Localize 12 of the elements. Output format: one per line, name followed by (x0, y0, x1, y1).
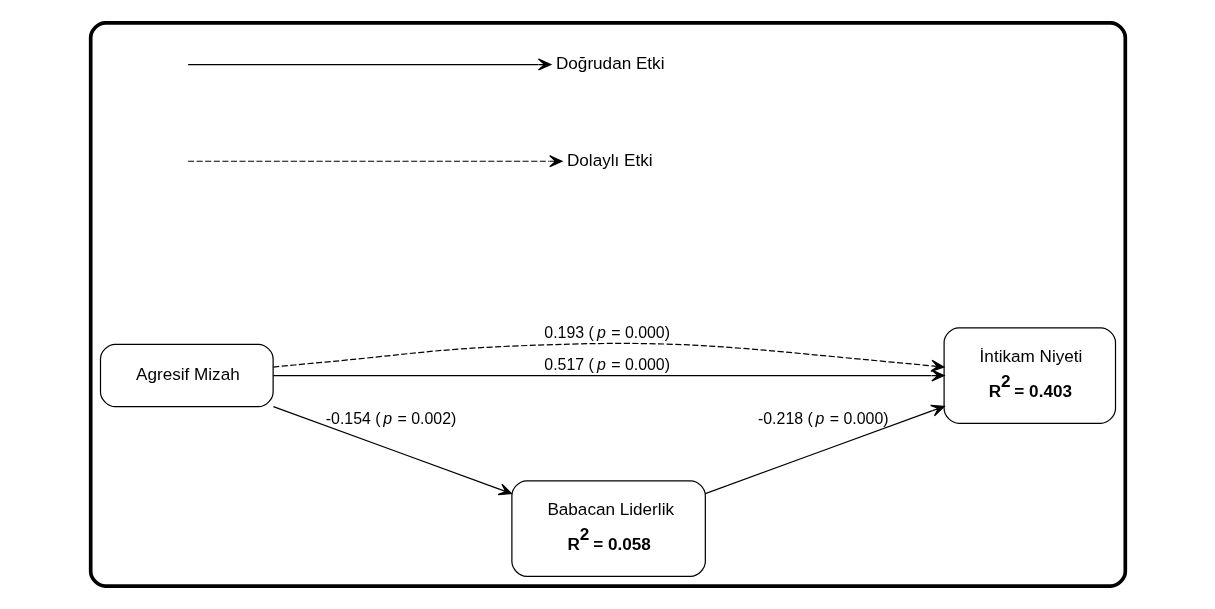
edge-label: 0.517 (p = 0.000) (543, 355, 670, 373)
edge-label: 0.193 (p = 0.000) (543, 324, 670, 342)
cluster (88, 21, 1127, 588)
arrow (272, 369, 945, 382)
legend-label: Dolaylı Etki (566, 149, 653, 170)
edge-label: -0.218 (p = 0.000) (757, 409, 889, 427)
edge-label: -0.154 (p = 0.002) (325, 409, 456, 427)
legend-label: Doğrudan Etki (555, 53, 664, 74)
arrow (272, 342, 944, 372)
arrow (272, 406, 512, 496)
node-box: Agresif Mizah (99, 343, 274, 408)
arrow (704, 404, 945, 495)
